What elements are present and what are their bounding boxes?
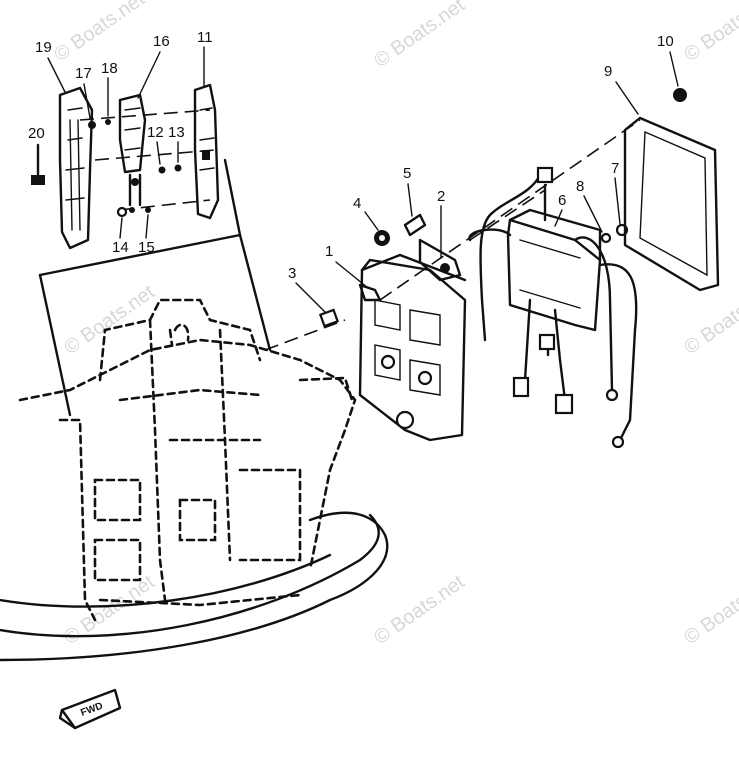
callout-14: 14 [112, 239, 129, 256]
callout-8: 8 [576, 178, 584, 195]
watermark: © Boats.net [680, 0, 739, 66]
callout-11: 11 [197, 29, 213, 46]
inset-box [38, 158, 272, 417]
part-19-bracket [58, 86, 94, 250]
part-2-sensor [418, 238, 462, 282]
callout-15: 15 [138, 239, 155, 256]
callout-17: 17 [75, 65, 92, 82]
part-5-bolt [403, 213, 427, 237]
part-1-plate [358, 253, 467, 442]
callout-5: 5 [403, 165, 411, 182]
part-20-bolt [31, 143, 45, 185]
part-16-bracket [118, 93, 147, 207]
callout-20: 20 [28, 125, 45, 142]
callout-3: 3 [288, 265, 296, 282]
part-6-cdi-unit [468, 166, 638, 449]
watermark: © Boats.net [370, 0, 469, 72]
callout-16: 16 [153, 33, 170, 50]
engine-block [18, 298, 357, 622]
callout-10: 10 [657, 33, 674, 50]
part-4-nut [374, 230, 390, 246]
callout-4: 4 [353, 195, 361, 212]
part-3-bolt [318, 308, 340, 328]
part-7-8-fasteners [600, 223, 629, 244]
callout-19: 19 [35, 39, 52, 56]
part-9-cover [623, 116, 720, 292]
callout-2: 2 [437, 188, 445, 205]
callout-12: 12 [147, 124, 164, 141]
callout-9: 9 [604, 63, 612, 80]
part-10-screw [673, 88, 687, 102]
part-17-18 [88, 119, 111, 129]
part-11-bracket [193, 83, 220, 220]
callout-13: 13 [168, 124, 185, 141]
callout-18: 18 [101, 60, 118, 77]
callout-1: 1 [325, 243, 333, 260]
watermark: © Boats.net [50, 0, 149, 66]
watermark: © Boats.net [60, 281, 159, 359]
bottom-cowling [0, 511, 389, 662]
callout-labels: 1 2 3 4 5 6 7 8 9 10 11 12 13 14 15 16 1… [28, 29, 679, 313]
callout-6: 6 [558, 192, 566, 209]
watermark: © Boats.net [370, 571, 469, 649]
part-12-15 [116, 164, 182, 218]
watermark: © Boats.net [680, 571, 739, 649]
fwd-arrow-icon: FWD [58, 688, 122, 730]
watermark: © Boats.net [680, 281, 739, 359]
callout-7: 7 [611, 160, 619, 177]
